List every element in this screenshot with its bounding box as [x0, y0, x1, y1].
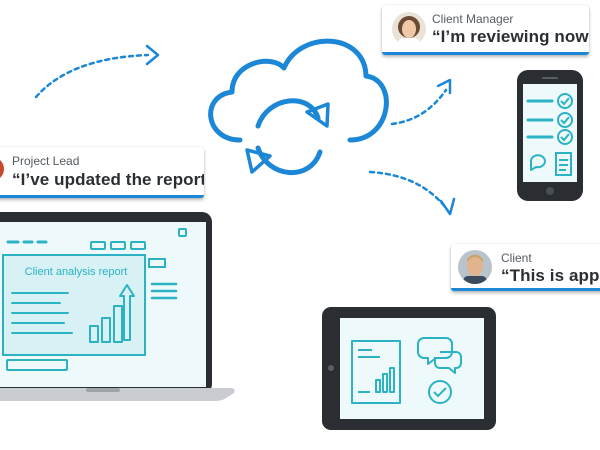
project-lead-quote: “I’ve updated the report” — [12, 170, 204, 189]
cloud-sync-icon — [208, 38, 389, 176]
bar-chart-icon — [89, 284, 135, 343]
client-bubble: Client “This is appro — [451, 244, 600, 291]
chat-icon — [529, 154, 546, 171]
laptop-base — [0, 388, 235, 401]
dotted-arrow-left-icon — [34, 53, 150, 99]
approval-check-icon — [428, 380, 452, 404]
sync-arrowhead-top-icon — [305, 102, 330, 128]
tablet — [322, 307, 496, 430]
laptop: Client analysis report — [0, 212, 235, 401]
client-avatar — [458, 250, 492, 284]
client-manager-avatar — [392, 12, 426, 46]
client-quote: “This is appro — [501, 266, 600, 285]
project-lead-bubble: Project Lead “I’ve updated the report” — [0, 147, 204, 198]
project-lead-role: Project Lead — [12, 154, 80, 168]
speech-bubbles-icon — [417, 337, 462, 374]
client-manager-bubble: Client Manager “I’m reviewing now” — [382, 5, 589, 55]
sync-arrowhead-bottom-icon — [245, 148, 272, 174]
arrowhead-left-icon — [145, 44, 160, 66]
report-title: Client analysis report — [25, 266, 128, 278]
report-document-icon — [351, 340, 401, 404]
dotted-arrow-upper-right-icon — [390, 88, 448, 126]
dotted-arrow-lower-right-icon — [368, 170, 448, 210]
arrowhead-lower-right-icon — [439, 197, 456, 216]
smartphone — [517, 70, 583, 201]
check-circle-icon — [557, 93, 573, 145]
document-icon — [555, 152, 572, 176]
client-role: Client — [501, 251, 532, 265]
arrowhead-upper-right-icon — [436, 78, 452, 95]
client-manager-quote: “I’m reviewing now” — [432, 27, 589, 46]
client-manager-role: Client Manager — [432, 12, 514, 26]
project-lead-avatar — [0, 157, 4, 181]
